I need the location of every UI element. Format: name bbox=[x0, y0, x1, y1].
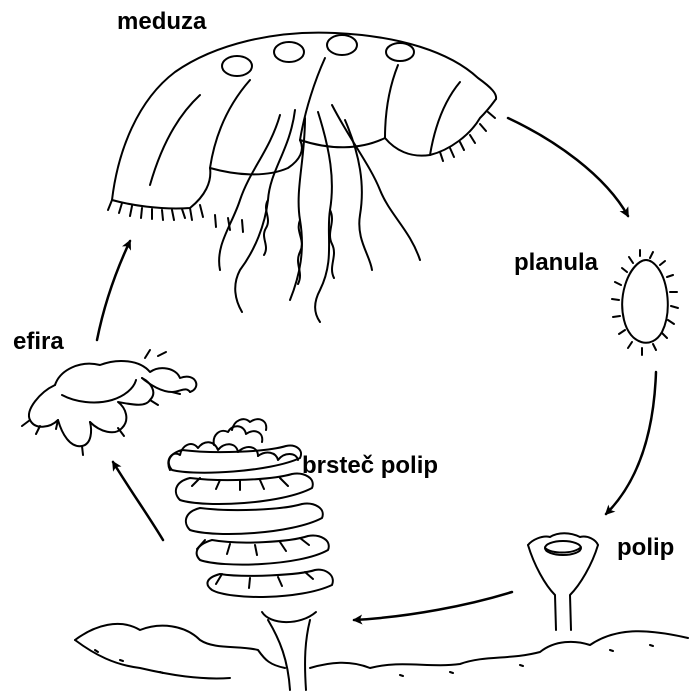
label-planula: planula bbox=[514, 251, 598, 275]
ephyra-illustration bbox=[22, 350, 196, 455]
medusa-illustration bbox=[108, 33, 496, 322]
polyp-illustration bbox=[528, 533, 598, 630]
cycle-arrows bbox=[97, 118, 656, 620]
arrow-medusa-to-planula bbox=[508, 118, 628, 216]
arrow-polip-to-strobila bbox=[354, 592, 512, 620]
arrow-efira-to-medusa bbox=[97, 241, 130, 340]
arrow-planula-to-polip bbox=[606, 372, 656, 514]
planula-illustration bbox=[612, 250, 678, 355]
label-efira: efira bbox=[13, 330, 64, 354]
label-brstec-polip: brsteč polip bbox=[302, 454, 438, 478]
seabed-illustration bbox=[75, 624, 688, 679]
arrow-strobila-to-efira bbox=[113, 462, 163, 540]
label-polip: polip bbox=[617, 536, 674, 560]
label-meduza: meduza bbox=[117, 10, 206, 34]
